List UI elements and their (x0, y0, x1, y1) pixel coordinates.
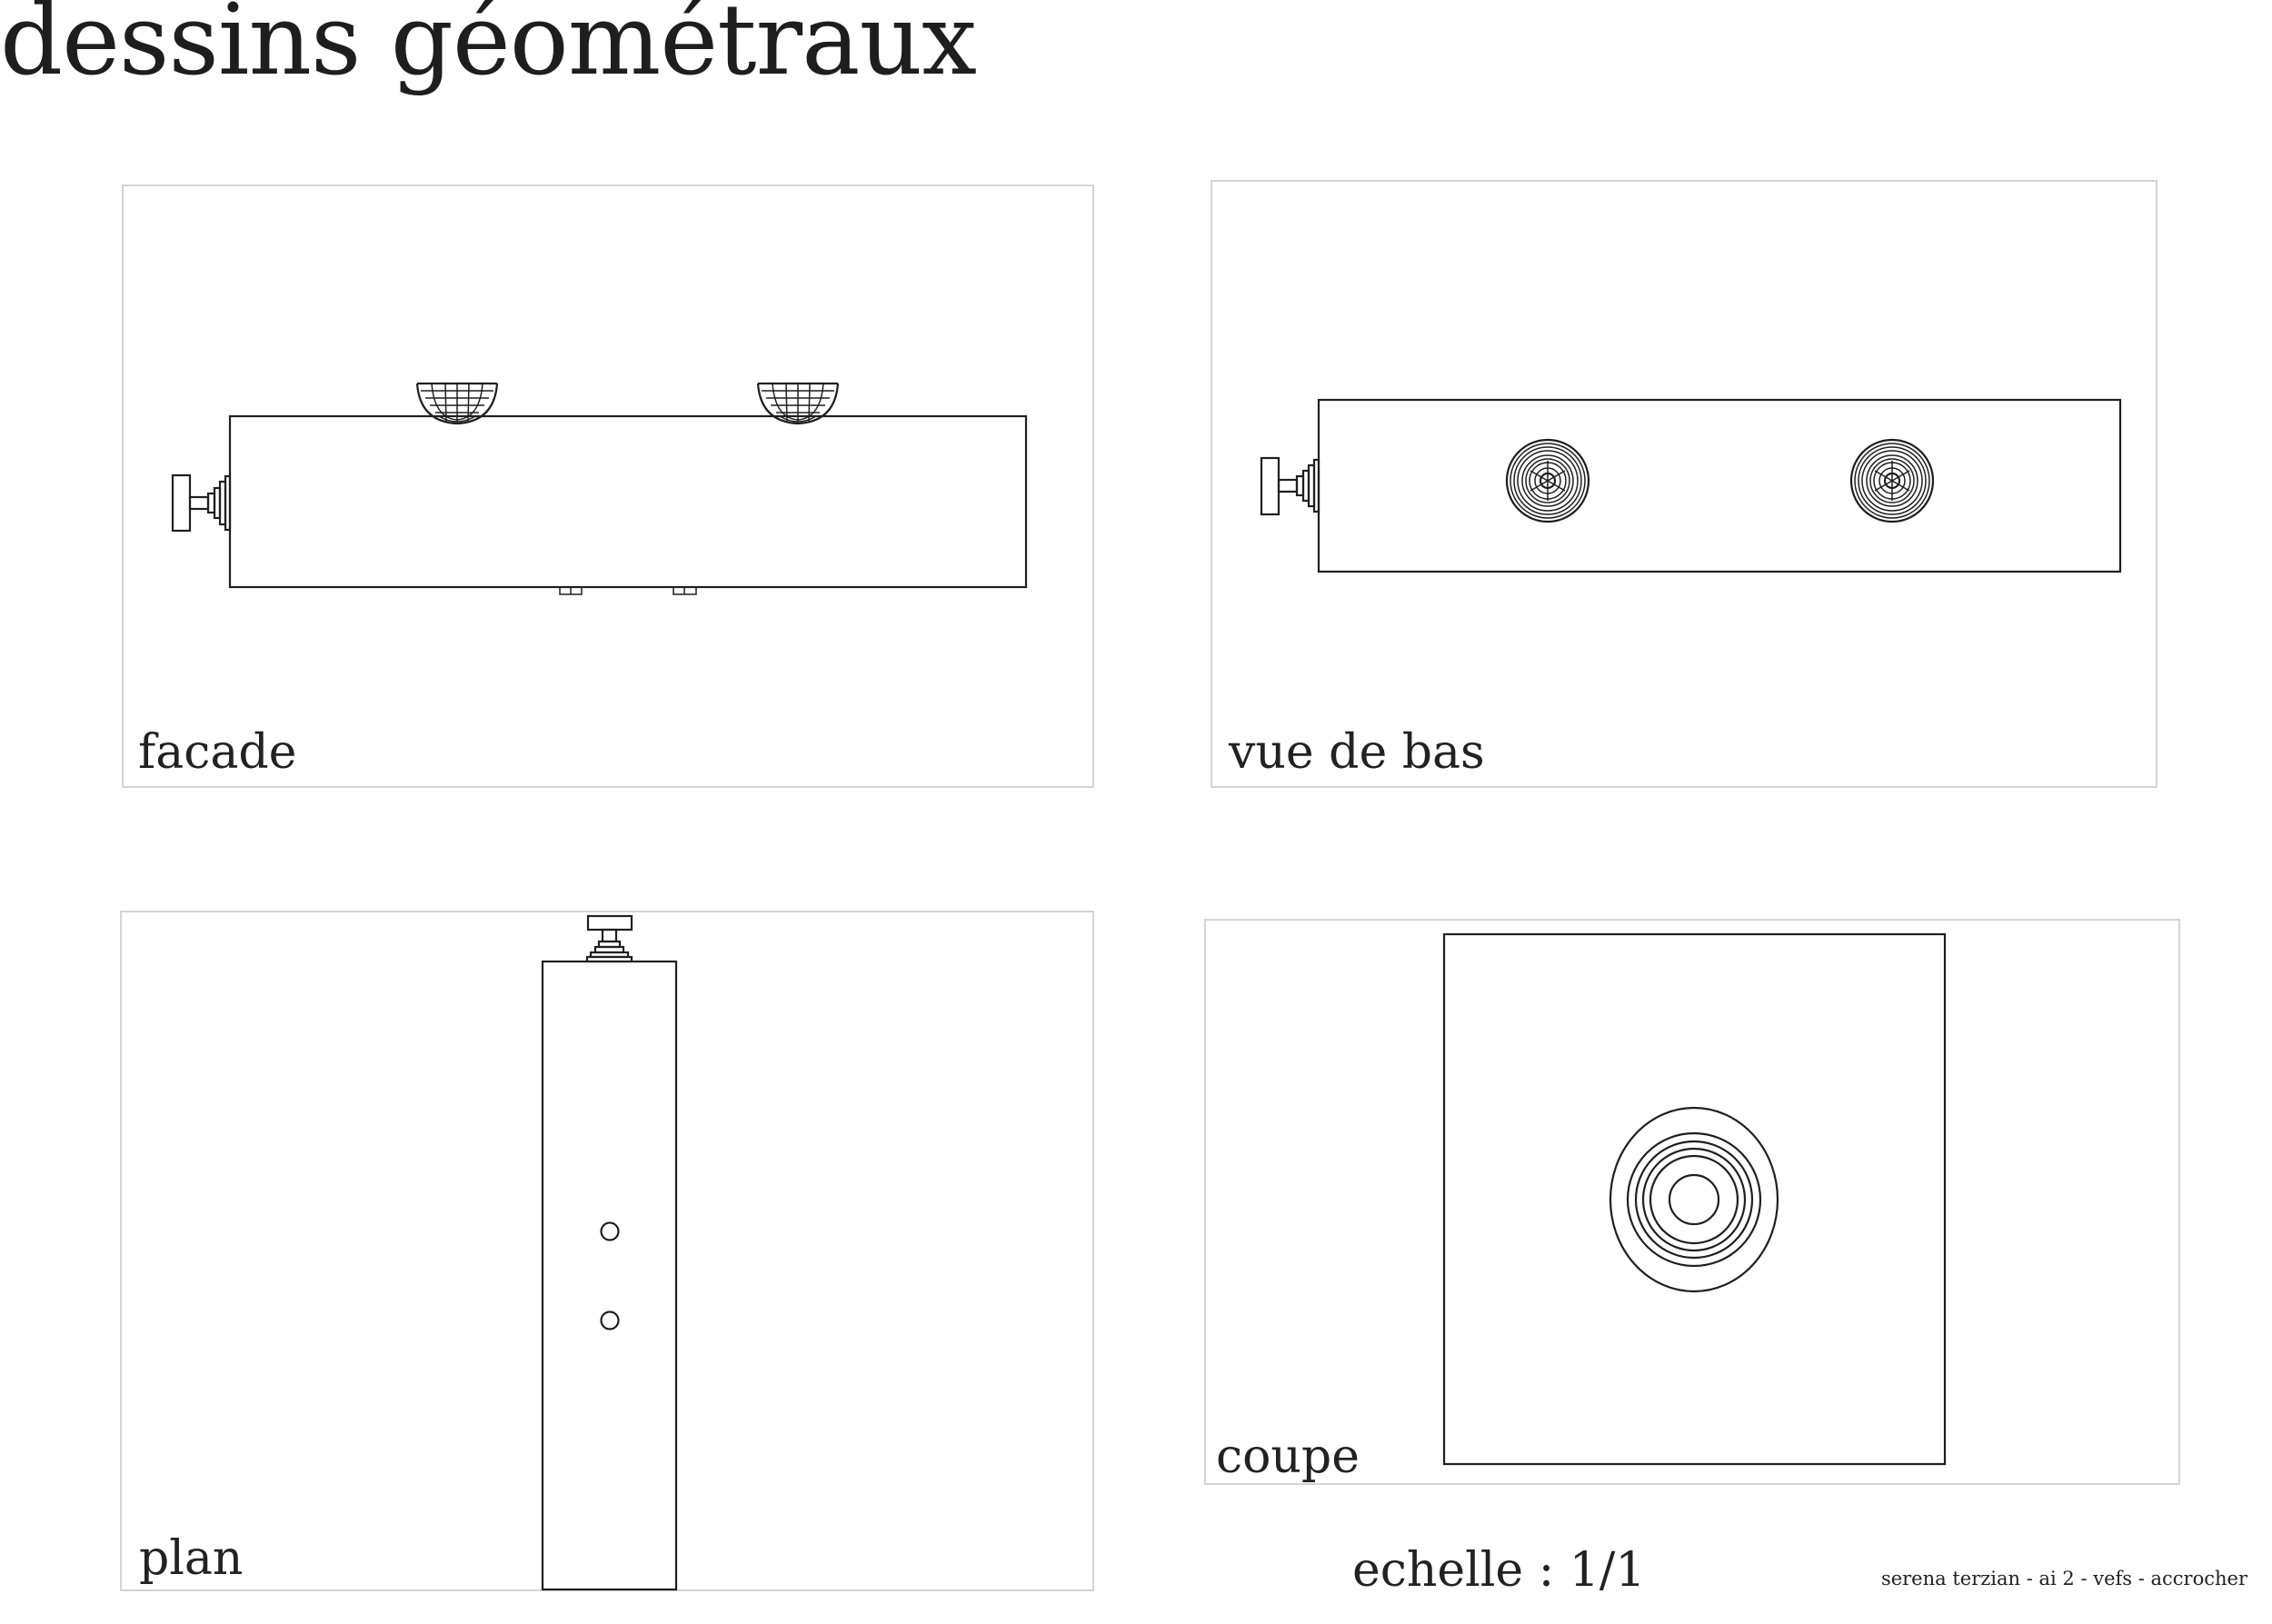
plan-hole-upper (600, 1221, 620, 1241)
facade-foot-right (673, 586, 697, 595)
facade-dome-right (756, 382, 840, 425)
plan-drawing (541, 914, 678, 1591)
plan-label: plan (139, 1531, 244, 1586)
facade-foot-left (559, 586, 583, 595)
bottom-view-knob-right (1849, 438, 1935, 523)
facade-dome-left (415, 382, 499, 425)
bottom-view-label: vue de bas (1229, 725, 1485, 780)
facade-side-knob (171, 473, 232, 533)
bottom-view-panel: vue de bas (1211, 180, 2157, 788)
page-title: dessins géométraux (0, 0, 977, 97)
bottom-view-knob-left (1505, 438, 1590, 523)
plan-panel: plan (120, 911, 1094, 1591)
section-panel: coupe (1204, 919, 2180, 1485)
section-knob-rings (1609, 1106, 1779, 1293)
bottom-view-body (1317, 398, 2122, 573)
section-drawing (1442, 932, 1947, 1466)
facade-panel: facade (122, 184, 1094, 788)
author-credit: serena terzian - ai 2 - vefs - accrocher (1880, 1568, 2247, 1589)
facade-label: facade (138, 725, 297, 780)
bottom-view-drawing (1260, 398, 2122, 573)
facade-drawing (171, 382, 1028, 595)
scale-label: echelle : 1/1 (1352, 1543, 1646, 1598)
facade-body (228, 414, 1028, 589)
bottom-view-side-knob (1260, 456, 1320, 516)
plan-top-knob (585, 914, 633, 963)
plan-body (541, 960, 678, 1591)
section-body (1442, 932, 1947, 1466)
plan-hole-lower (600, 1310, 620, 1330)
section-label: coupe (1216, 1430, 1360, 1484)
